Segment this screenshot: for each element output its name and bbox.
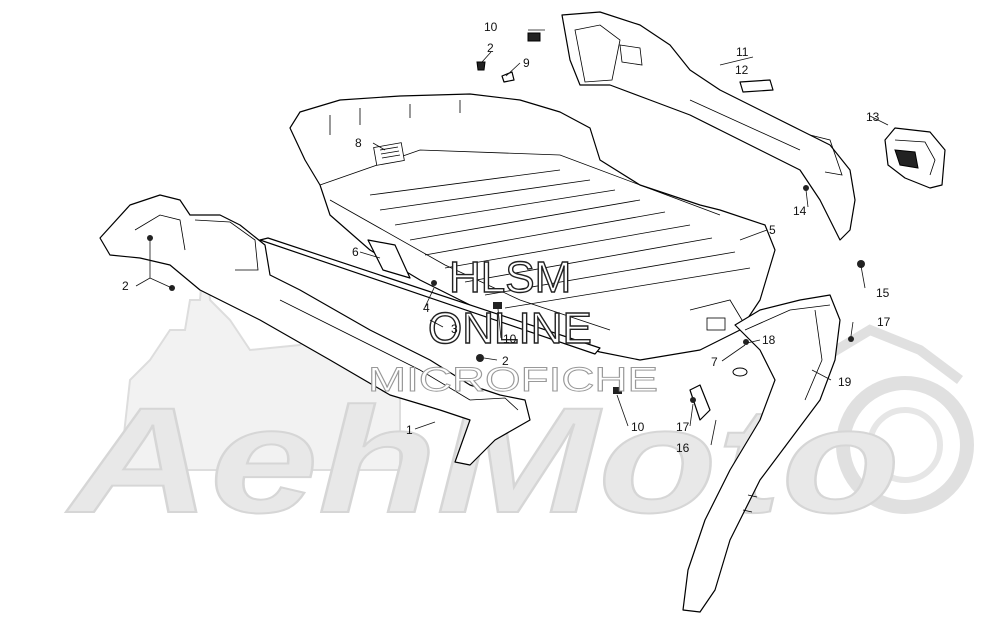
callout-11: 11 [736,45,749,59]
callout-4: 4 [423,301,430,315]
washer-icon [732,367,748,377]
nut-icon [690,397,696,403]
clip-icon [613,387,622,394]
watermark-microfiche: MICROFICHE [368,361,658,399]
left-side-panel [99,194,531,466]
rear-fender [682,294,841,613]
right-side-panel [561,11,856,241]
callout-2-left: 2 [122,279,129,293]
callout-17-bottom: 17 [676,420,690,434]
clip-icon [527,32,541,42]
callout-12: 12 [735,63,749,77]
bracket-16 [689,384,711,421]
callout-10-mid: 10 [503,332,517,346]
warning-decal [367,239,411,279]
clip-icon [493,302,502,309]
screw-icon [743,339,749,345]
callout-5: 5 [769,223,776,237]
tail-light [884,127,946,189]
screw-icon [147,235,153,241]
callout-3: 3 [451,322,458,336]
leader-lines [135,29,889,446]
nut-icon [803,185,809,191]
callout-1: 1 [406,423,413,437]
nut-icon [848,336,854,342]
callout-9: 9 [523,56,530,70]
callout-19: 19 [838,375,852,389]
callout-13: 13 [866,110,880,124]
callouts: 10 2 9 8 11 12 13 14 5 6 2 15 4 3 10 17 … [122,20,891,455]
callout-8: 8 [355,136,362,150]
callout-18: 18 [762,333,776,347]
hlsm-watermark: HLSM ONLINE MICROFICHE [368,252,659,399]
watermark-hlsm: HLSM [449,253,571,302]
callout-2-top: 2 [487,41,494,55]
callout-14: 14 [793,204,807,218]
screw-icon [476,354,484,362]
nut-icon [857,260,865,268]
callout-2-mid: 2 [502,354,509,368]
screw-icon [431,280,437,286]
screw-icon [476,61,486,71]
callout-6: 6 [352,245,359,259]
callout-16: 16 [676,441,690,455]
callout-10-top: 10 [484,20,498,34]
washer-icon [501,71,515,83]
side-decal [739,79,774,93]
watermark-wheel [836,376,974,514]
callout-10-bottom: 10 [631,420,645,434]
callout-7: 7 [711,355,718,369]
callout-15: 15 [876,286,890,300]
callout-17-right: 17 [877,315,891,329]
watermark-online: ONLINE [428,304,592,353]
